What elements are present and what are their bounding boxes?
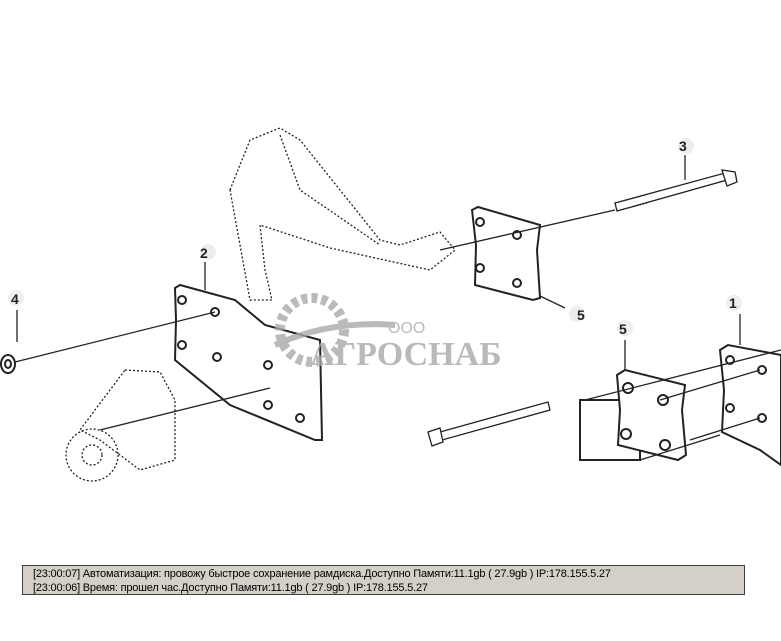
watermark-logo: ООО АГРОСНАБ bbox=[273, 293, 502, 373]
callout-1[interactable]: 1 bbox=[726, 295, 742, 311]
callout-label: 4 bbox=[11, 291, 19, 307]
callout-5-upper[interactable]: 5 bbox=[569, 306, 585, 323]
bolt-lower bbox=[427, 401, 551, 447]
log-line: [23:00:06] Время: прошел час.Доступно Па… bbox=[33, 582, 428, 594]
callout-label: 1 bbox=[729, 295, 737, 311]
callout-4[interactable]: 4 bbox=[8, 290, 24, 307]
callout-label: 2 bbox=[200, 245, 208, 261]
assembly-lines bbox=[14, 209, 781, 461]
callout-5-lower[interactable]: 5 bbox=[617, 320, 633, 337]
plate-part-5-lower bbox=[579, 368, 688, 462]
parts-diagram: ООО АГРОСНАБ 1 2 3 4 5 5 bbox=[0, 127, 781, 482]
callout-2[interactable]: 2 bbox=[200, 244, 216, 261]
bolt-part-3 bbox=[614, 169, 738, 212]
watermark-prefix: ООО bbox=[388, 320, 425, 337]
log-line: [23:00:07] Автоматизация: провожу быстро… bbox=[33, 568, 611, 580]
leader-lines bbox=[16, 155, 741, 370]
nut-part-4 bbox=[0, 354, 16, 374]
callout-label: 3 bbox=[679, 138, 687, 154]
callout-label: 5 bbox=[619, 321, 627, 337]
callout-label: 5 bbox=[577, 307, 585, 323]
callout-3[interactable]: 3 bbox=[678, 138, 694, 154]
status-log: [23:00:07] Автоматизация: провожу быстро… bbox=[22, 565, 745, 595]
ghost-bracket bbox=[65, 127, 456, 482]
watermark-name: АГРОСНАБ bbox=[310, 336, 502, 373]
plate-part-5-upper bbox=[470, 205, 542, 302]
